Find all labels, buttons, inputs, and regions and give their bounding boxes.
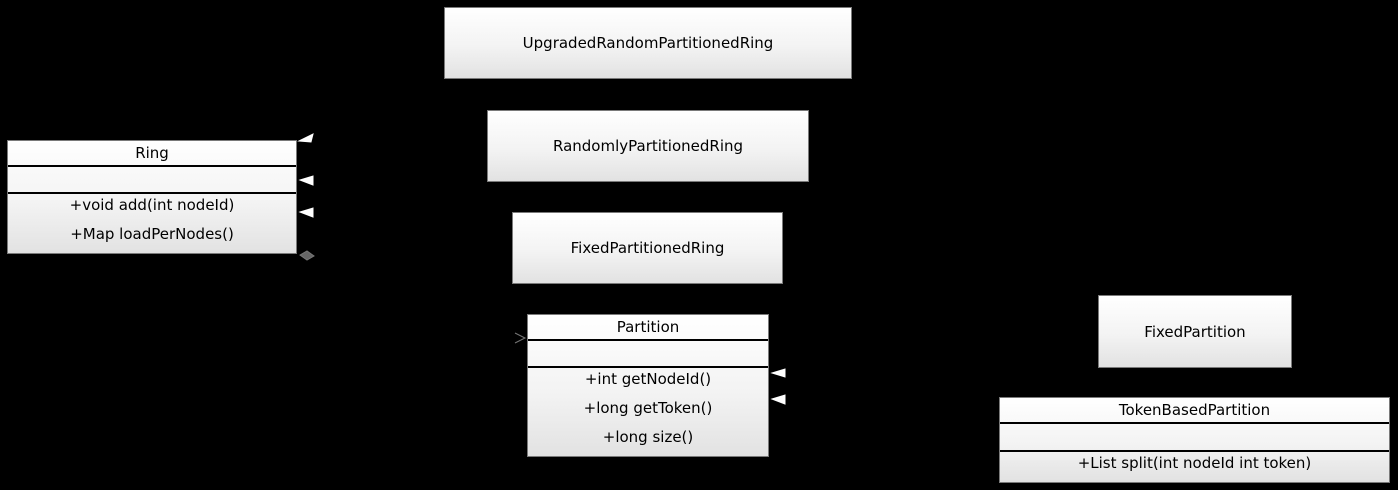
operations-compartment: +void add(int nodeId) +Map loadPerNodes(… — [8, 194, 296, 253]
operation: +long getToken() — [583, 399, 713, 417]
class-name: FixedPartition — [1144, 322, 1246, 341]
fixed-partition-class[interactable]: FixedPartition — [1098, 295, 1292, 368]
class-name: Partition — [528, 315, 768, 341]
attributes-compartment — [1000, 424, 1389, 452]
ring-class[interactable]: Ring +void add(int nodeId) +Map loadPerN… — [7, 140, 297, 254]
operation: +long size() — [602, 428, 694, 446]
operation: +int getNodeId() — [584, 370, 712, 388]
operations-compartment: +int getNodeId() +long getToken() +long … — [528, 368, 768, 456]
partition-class[interactable]: Partition +int getNodeId() +long getToke… — [527, 314, 769, 457]
partition-generalization-arrowhead — [770, 394, 786, 405]
class-name: FixedPartitionedRing — [570, 239, 725, 257]
operation: +void add(int nodeId) — [69, 196, 235, 214]
operations-compartment: +List split(int nodeId int token) — [1000, 452, 1389, 482]
ring-generalization-arrowhead — [298, 175, 314, 186]
class-name: Ring — [8, 141, 296, 167]
operation: +Map loadPerNodes() — [70, 225, 234, 243]
operation: +List split(int nodeId int token) — [1077, 454, 1312, 472]
attributes-compartment — [8, 167, 296, 194]
upgraded-random-partitioned-ring-class[interactable]: UpgradedRandomPartitionedRing — [444, 7, 852, 79]
class-name: TokenBasedPartition — [1000, 398, 1389, 425]
partition-association-arrowhead — [514, 332, 527, 344]
ring-composition-diamond — [299, 250, 315, 261]
ring-generalization-arrowhead — [298, 207, 314, 218]
ring-generalization-arrowhead — [297, 133, 314, 143]
class-name: RandomlyPartitionedRing — [552, 137, 744, 155]
fixed-partitioned-ring-class[interactable]: FixedPartitionedRing — [512, 212, 783, 284]
token-based-partition-class[interactable]: TokenBasedPartition +List split(int node… — [999, 397, 1390, 483]
class-name: UpgradedRandomPartitionedRing — [522, 34, 774, 52]
attributes-compartment — [528, 341, 768, 368]
randomly-partitioned-ring-class[interactable]: RandomlyPartitionedRing — [487, 110, 809, 182]
partition-generalization-arrowhead — [770, 368, 786, 378]
